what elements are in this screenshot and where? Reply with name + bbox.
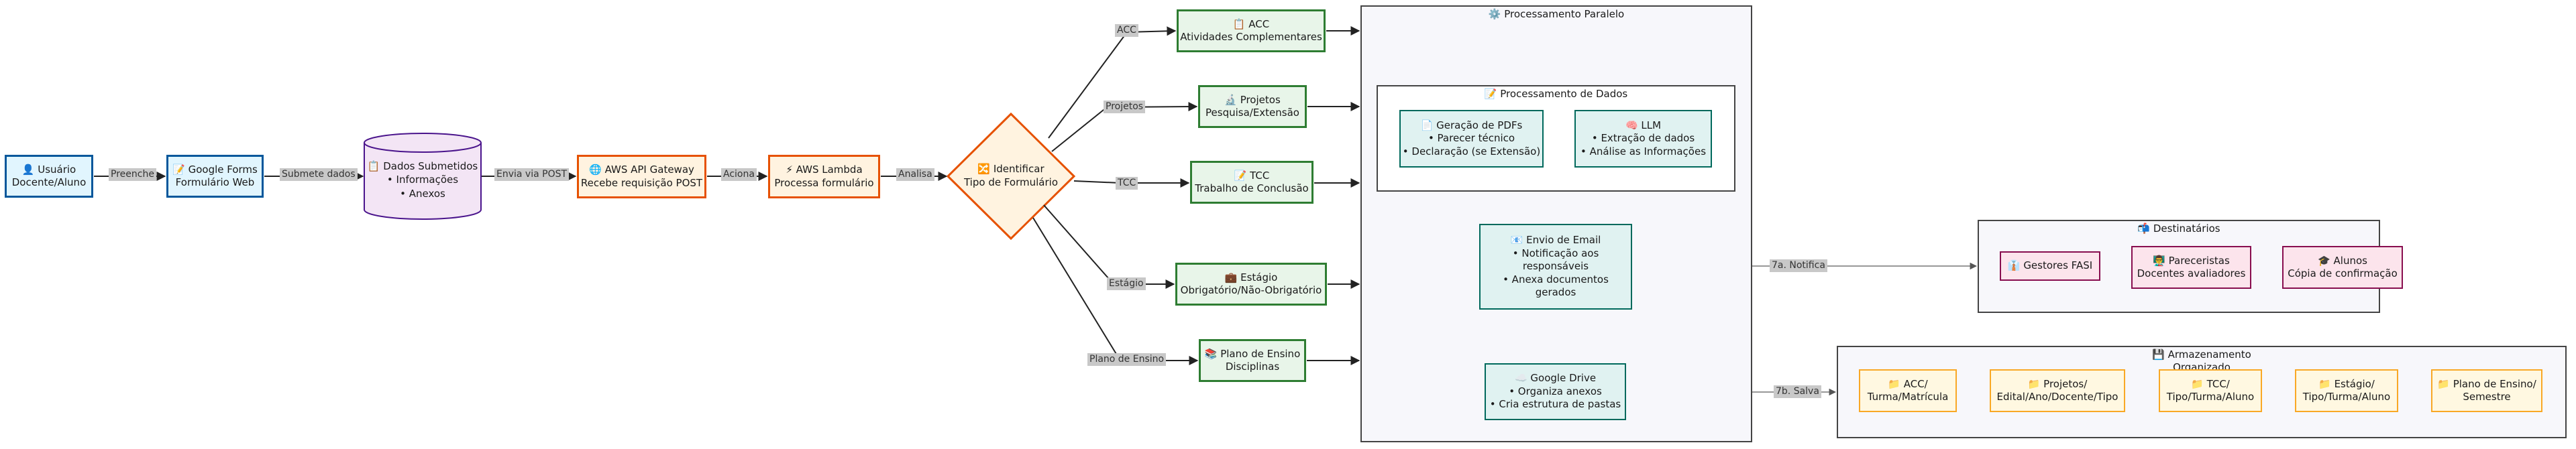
folder-projetos: 📁 Projetos/ Edital/Ano/Docente/Tipo bbox=[1990, 369, 2125, 412]
folder-icon: 📁 bbox=[2027, 377, 2041, 390]
clipboard-icon: 📋 bbox=[367, 160, 380, 172]
microscope-icon: 🔬 bbox=[1224, 93, 1237, 106]
node-geracao-pdfs: 📄 Geração de PDFs • Parecer técnico • De… bbox=[1399, 110, 1544, 168]
edge-label-aciona: Aciona bbox=[721, 168, 757, 181]
memo-icon: 📝 bbox=[1234, 169, 1247, 182]
cluster-title: ⚙️ Processamento Paralelo bbox=[1488, 8, 1625, 20]
decision-diamond bbox=[946, 112, 1076, 241]
node-google-drive: ☁️ Google Drive • Organiza anexos • Cria… bbox=[1485, 363, 1626, 420]
node-alunos: 🎓 Alunos Cópia de confirmação bbox=[2282, 246, 2403, 289]
node-plano-de-ensino: 📚 Plano de Ensino Disciplinas bbox=[1199, 339, 1306, 382]
shuffle-icon: 🔀 bbox=[977, 163, 991, 175]
lightning-icon: ⚡ bbox=[786, 164, 793, 176]
node-google-forms: 📝 Google Forms Formulário Web bbox=[166, 155, 264, 198]
edge-label-salva: 7b. Salva bbox=[1774, 385, 1821, 398]
edge-label-tcc: TCC bbox=[1116, 177, 1138, 190]
folder-plano-de-ensino: 📁 Plano de Ensino/ Semestre bbox=[2431, 369, 2542, 412]
edge-label-notifica: 7a. Notifica bbox=[1770, 259, 1827, 272]
necktie-icon: 👔 bbox=[2007, 259, 2021, 272]
teacher-icon: 👨‍🏫 bbox=[2153, 254, 2165, 267]
email-icon: 📧 bbox=[1510, 234, 1523, 247]
edge-label-projetos: Projetos bbox=[1104, 101, 1146, 113]
folder-tcc: 📁 TCC/ Tipo/Turma/Aluno bbox=[2159, 369, 2262, 412]
folder-icon: 📁 bbox=[2191, 377, 2204, 390]
edge-label-preenche: Preenche bbox=[109, 168, 156, 181]
node-projetos: 🔬 Projetos Pesquisa/Extensão bbox=[1198, 85, 1307, 128]
node-usuario: 👤 Usuário Docente/Aluno bbox=[5, 155, 93, 198]
node-estagio: 💼 Estágio Obrigatório/Não-Obrigatório bbox=[1175, 263, 1327, 306]
node-acc: 📋 ACC Atividades Complementares bbox=[1177, 9, 1326, 52]
clipboard-icon: 📋 bbox=[1232, 17, 1246, 30]
cluster-title: 📝 Processamento de Dados bbox=[1484, 88, 1628, 100]
user-icon: 👤 bbox=[21, 163, 35, 176]
floppy-icon: 💾 bbox=[2152, 348, 2165, 361]
folder-icon: 📁 bbox=[2318, 377, 2331, 390]
edge-label-acc: ACC bbox=[1115, 24, 1138, 37]
folder-estagio: 📁 Estágio/ Tipo/Turma/Aluno bbox=[2295, 369, 2398, 412]
node-envio-email: 📧 Envio de Email • Notificação aos respo… bbox=[1479, 224, 1632, 310]
books-icon: 📚 bbox=[1204, 347, 1218, 360]
globe-icon: 🌐 bbox=[589, 164, 602, 176]
folder-acc: 📁 ACC/ Turma/Matrícula bbox=[1859, 369, 1957, 412]
node-gestores-fasi: 👔 Gestores FASI bbox=[2000, 251, 2100, 281]
brain-icon: 🧠 bbox=[1625, 119, 1638, 131]
memo-icon: 📝 bbox=[1484, 88, 1497, 100]
edge-label-analisa: Analisa bbox=[896, 168, 934, 181]
cloud-icon: ☁️ bbox=[1514, 372, 1527, 385]
edge-projetos bbox=[1051, 102, 1198, 152]
folder-icon: 📁 bbox=[2437, 377, 2450, 390]
edge-label-plano-de-ensino: Plano de Ensino bbox=[1087, 353, 1167, 366]
folder-icon: 📁 bbox=[1888, 377, 1900, 390]
cluster-title: 📬 Destinatários bbox=[2137, 222, 2220, 235]
database-cylinder-top bbox=[364, 133, 482, 153]
mailbox-icon: 📬 bbox=[2137, 222, 2151, 235]
memo-icon: 📝 bbox=[172, 163, 185, 176]
edge-label-submete-dados: Submete dados bbox=[280, 168, 358, 181]
node-aws-api-gateway: 🌐 AWS API Gateway Recebe requisição POST bbox=[577, 155, 706, 198]
node-tcc: 📝 TCC Trabalho de Conclusão bbox=[1190, 161, 1313, 204]
node-llm: 🧠 LLM • Extração de dados • Análise as I… bbox=[1574, 110, 1712, 168]
edge-estagio bbox=[1043, 204, 1175, 289]
edge-label-envia-via-post: Envia via POST bbox=[494, 168, 570, 181]
database-cylinder-body bbox=[364, 143, 482, 220]
gear-icon: ⚙️ bbox=[1488, 8, 1501, 20]
page-icon: 📄 bbox=[1420, 119, 1434, 131]
node-identificar-tipo: 🔀 Identificar Tipo de Formulário bbox=[963, 163, 1059, 188]
node-aws-lambda: ⚡ AWS Lambda Processa formulário bbox=[768, 155, 880, 198]
edge-acc bbox=[1048, 26, 1177, 139]
edge-label-estagio: Estágio bbox=[1107, 277, 1146, 290]
graduation-cap-icon: 🎓 bbox=[2318, 254, 2330, 267]
node-dados-submetidos: 📋 Dados Submetidos • Informações • Anexo… bbox=[367, 160, 478, 200]
briefcase-icon: 💼 bbox=[1224, 271, 1238, 283]
node-pareceristas: 👨‍🏫 Pareceristas Docentes avaliadores bbox=[2131, 246, 2251, 289]
